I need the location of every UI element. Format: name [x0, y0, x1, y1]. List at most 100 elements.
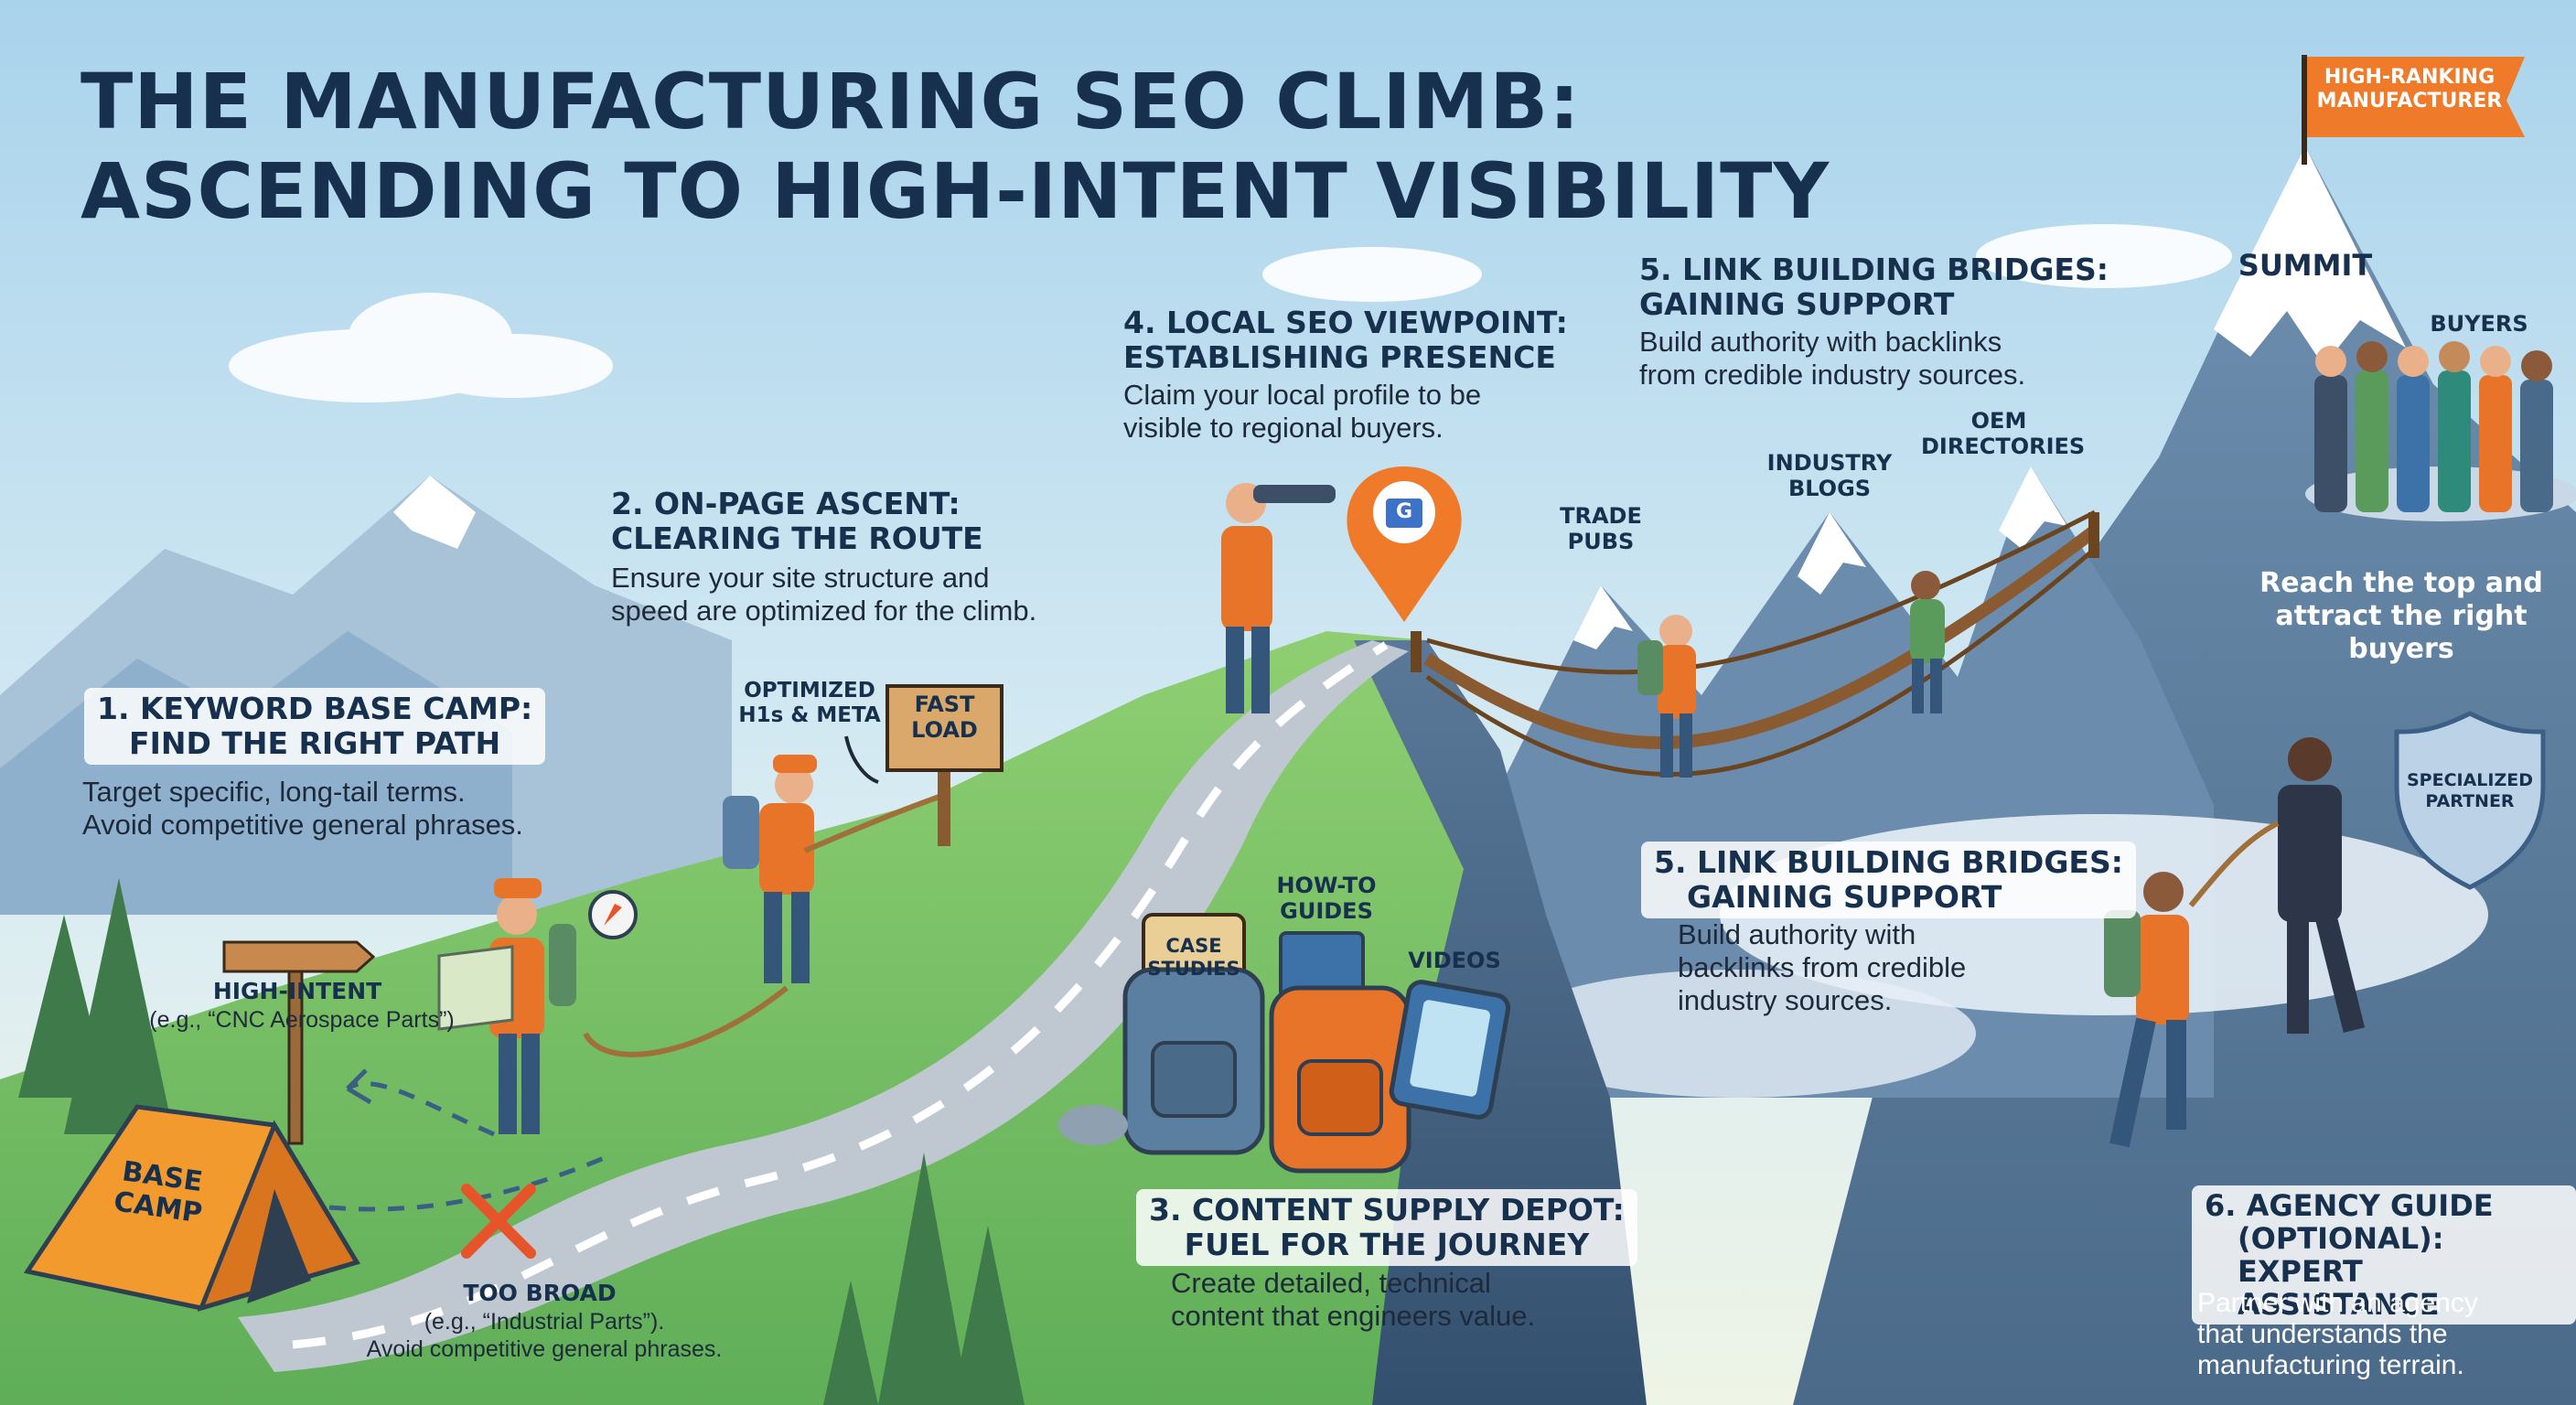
- step1-body-line-1: Target specific, long-tail terms.: [82, 776, 466, 808]
- case-line-2: STUDIES: [1147, 958, 1240, 980]
- step6-heading-line-3: ASSISTANCE: [2238, 1287, 2440, 1322]
- step4-body: Claim your local profile to be visible t…: [1123, 379, 1481, 445]
- step5-mid-heading: 5. LINK BUILDING BRIDGES: GAINING SUPPOR…: [1641, 842, 2136, 918]
- google-pin-letter: G: [1395, 500, 1413, 523]
- summit-label: SUMMIT: [2238, 248, 2373, 283]
- flag-label: HIGH-RANKING MANUFACTURER: [2309, 66, 2510, 113]
- step4-heading-line-2: ESTABLISHING PRESENCE: [1123, 339, 1556, 375]
- step5-top-body-line-2: from credible industry sources.: [1639, 359, 2026, 391]
- step4-body-line-1: Claim your local profile to be: [1123, 379, 1482, 411]
- base-camp-tent: [23, 1104, 360, 1312]
- summit-caption-line-1: Reach the top and: [2259, 567, 2543, 599]
- high-intent-example: (e.g., “CNC Aerospace Parts”): [149, 1007, 455, 1033]
- howto-line-2: GUIDES: [1280, 898, 1373, 924]
- step1-heading: 1. KEYWORD BASE CAMP: FIND THE RIGHT PAT…: [84, 688, 546, 765]
- step3-body-line-2: content that engineers value.: [1171, 1300, 1536, 1332]
- step3-heading-line-1: 3. CONTENT SUPPLY DEPOT:: [1149, 1192, 1625, 1228]
- step5-mid-body: Build authority with backlinks from cred…: [1678, 918, 1966, 1017]
- rope-bridge: [1411, 509, 2099, 777]
- step5-top-body: Build authority with backlinks from cred…: [1639, 326, 2025, 391]
- signpost: [222, 940, 376, 1145]
- step2-body-line-2: speed are optimized for the climb.: [611, 595, 1037, 627]
- step6-heading-line-2: (OPTIONAL): EXPERT: [2238, 1221, 2444, 1289]
- howto-line-1: HOW-TO: [1276, 873, 1377, 898]
- optimized-label: OPTIMIZED H1s & META: [732, 679, 887, 728]
- oem-line-2: DIRECTORIES: [1921, 434, 2086, 459]
- shield-label: SPECIALIZED PARTNER: [2397, 770, 2543, 812]
- step5-top-heading-line-1: 5. LINK BUILDING BRIDGES:: [1639, 252, 2109, 287]
- step2-body: Ensure your site structure and speed are…: [611, 562, 1036, 627]
- google-pin-icon: [1347, 467, 1462, 622]
- fast-load-line-2: LOAD: [911, 717, 978, 743]
- industry-blogs-label: INDUSTRY BLOGS: [1761, 450, 1898, 501]
- high-intent-label: HIGH-INTENT: [212, 978, 382, 1004]
- step1-heading-line-1: 1. KEYWORD BASE CAMP:: [97, 691, 533, 726]
- clouds: [229, 224, 2232, 402]
- step2-heading: 2. ON-PAGE ASCENT: CLEARING THE ROUTE: [611, 487, 983, 556]
- oem-line-1: OEM: [1970, 408, 2027, 434]
- step6-body: Partner with an agency that understands …: [2197, 1288, 2478, 1381]
- blogs-line-1: INDUSTRY: [1766, 450, 1893, 476]
- trade-line-1: TRADE: [1560, 503, 1642, 529]
- step6-heading: 6. AGENCY GUIDE (OPTIONAL): EXPERT ASSIS…: [2192, 1185, 2576, 1325]
- hiker-bridge-1: [1637, 615, 1696, 778]
- step6-body-line-1: Partner with an agency: [2197, 1288, 2478, 1318]
- buyers-label: BUYERS: [2430, 311, 2528, 337]
- step5-top-heading: 5. LINK BUILDING BRIDGES: GAINING SUPPOR…: [1639, 252, 2109, 322]
- optimized-line-1: OPTIMIZED: [744, 679, 875, 702]
- summit-caption-line-2: attract the right buyers: [2275, 600, 2528, 665]
- step1-heading-line-2: FIND THE RIGHT PATH: [129, 725, 501, 761]
- step5-mid-body-line-1: Build authority with: [1678, 918, 1916, 950]
- step5-mid-body-line-3: industry sources.: [1678, 984, 1893, 1016]
- trade-line-2: PUBS: [1567, 529, 1635, 554]
- step3-heading: 3. CONTENT SUPPLY DEPOT: FUEL FOR THE JO…: [1136, 1189, 1637, 1266]
- summit-flag: [2302, 55, 2525, 165]
- buyers-group: [2314, 341, 2553, 512]
- step5-top-heading-line-2: GAINING SUPPORT: [1639, 286, 1955, 322]
- hiker-binoculars: [1221, 483, 1336, 713]
- shield-line-1: SPECIALIZED: [2406, 770, 2533, 790]
- too-broad-example-line: (e.g., “Industrial Parts”).: [424, 1309, 665, 1335]
- too-broad-example: (e.g., “Industrial Parts”). Avoid compet…: [348, 1308, 741, 1363]
- fast-load-line-1: FAST: [914, 692, 975, 717]
- step3-heading-line-2: FUEL FOR THE JOURNEY: [1184, 1227, 1590, 1262]
- blogs-line-2: BLOGS: [1787, 476, 1872, 501]
- step3-body-line-1: Create detailed, technical: [1171, 1267, 1491, 1299]
- step5-mid-heading-line-2: GAINING SUPPORT: [1687, 879, 2002, 915]
- step3-body: Create detailed, technical content that …: [1171, 1267, 1535, 1333]
- step2-heading-line-1: 2. ON-PAGE ASCENT:: [611, 486, 961, 521]
- optimized-pointer: [844, 735, 879, 784]
- step6-body-line-3: manufacturing terrain.: [2197, 1350, 2464, 1380]
- optimized-line-2: H1s & META: [738, 703, 881, 727]
- step2-body-line-1: Ensure your site structure and: [611, 562, 990, 594]
- compass-icon: [588, 890, 638, 939]
- videos-label: VIDEOS: [1408, 948, 1501, 973]
- title-line-1: THE MANUFACTURING SEO CLIMB:: [80, 57, 1581, 146]
- high-intent-path: [346, 1081, 495, 1137]
- title-line-2: ASCENDING TO HIGH-INTENT VISIBILITY: [80, 146, 1830, 236]
- hiker-map: [437, 878, 576, 1134]
- howto-label: HOW-TO GUIDES: [1262, 873, 1390, 924]
- summit-caption: Reach the top and attract the right buye…: [2232, 567, 2571, 666]
- step5-mid-heading-line-1: 5. LINK BUILDING BRIDGES:: [1654, 844, 2123, 880]
- x-mark-icon: [461, 1184, 536, 1259]
- step6-heading-line-1: 6. AGENCY GUIDE: [2205, 1188, 2494, 1223]
- backpack-blue: [1122, 967, 1265, 1155]
- pine-trees: [18, 878, 1025, 1405]
- flag-line-1: HIGH-RANKING: [2324, 66, 2496, 89]
- fast-load-sign: [886, 684, 1004, 846]
- hiker-bridge-2: [1910, 571, 1945, 713]
- case-line-1: CASE: [1165, 935, 1222, 957]
- step1-body: Target specific, long-tail terms. Avoid …: [82, 776, 523, 842]
- step6-body-line-2: that understands the: [2197, 1319, 2448, 1349]
- trade-pubs-label: TRADE PUBS: [1546, 503, 1656, 554]
- step1-body-line-2: Avoid competitive general phrases.: [82, 809, 523, 841]
- step4-body-line-2: visible to regional buyers.: [1123, 412, 1444, 444]
- step2-heading-line-2: CLEARING THE ROUTE: [611, 520, 983, 556]
- agency-guide: [2188, 737, 2366, 1034]
- step4-heading: 4. LOCAL SEO VIEWPOINT: ESTABLISHING PRE…: [1123, 306, 1568, 375]
- too-broad-note: Avoid competitive general phrases.: [366, 1336, 723, 1362]
- step5-mid-body-line-2: backlinks from credible: [1678, 951, 1967, 983]
- step5-top-body-line-1: Build authority with backlinks: [1639, 326, 2002, 358]
- tablet-video-icon: [1389, 980, 1511, 1120]
